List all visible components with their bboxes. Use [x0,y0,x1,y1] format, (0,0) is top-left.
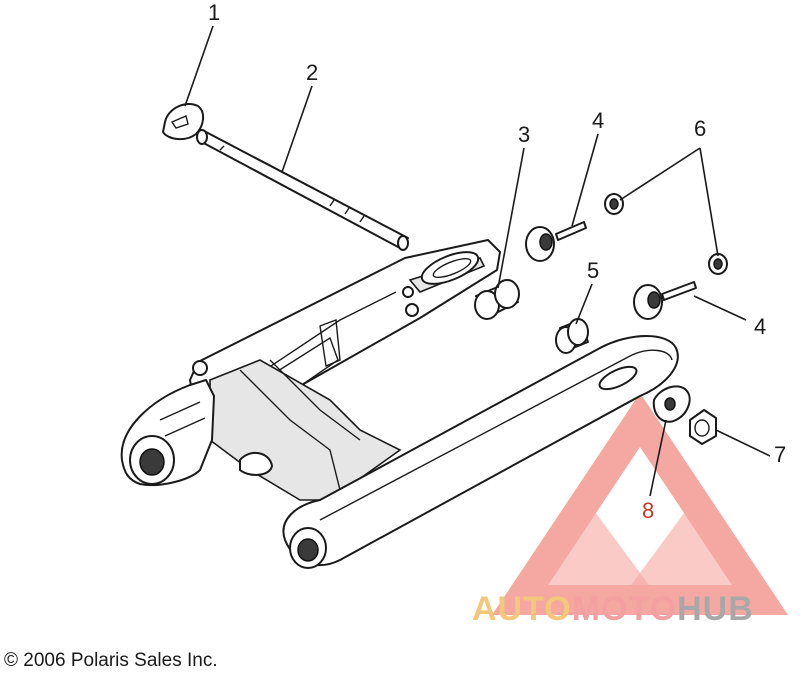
part-6-nut-a [604,193,624,215]
callout-4-lower: 4 [754,314,766,339]
part-7-nut [689,409,717,445]
part-8-cam-washer [652,385,691,423]
callout-8: 8 [642,498,654,523]
callout-1: 1 [208,0,220,25]
part-3-bushing [474,279,520,320]
leader-lines [184,25,771,497]
watermark-logo-icon [491,392,789,615]
part-5-bushing [555,318,589,354]
part-6-nut-b [708,253,728,275]
watermark-hub: HUB [677,590,754,628]
part-4-bolt-lower [633,281,697,320]
watermark-text: AUTOMOTOHUB [472,590,754,628]
watermark-auto: AUTO [472,590,572,628]
callout-5: 5 [587,258,599,283]
callout-4-upper: 4 [592,108,604,133]
callout-3: 3 [518,122,530,147]
callout-6: 6 [694,116,706,141]
swing-arm-body [120,239,679,569]
callout-2: 2 [306,60,318,85]
part-1-cam-washer [162,103,204,140]
callout-7: 7 [774,442,786,467]
copyright-notice: © 2006 Polaris Sales Inc. [4,650,218,671]
part-4-bolt-upper [525,221,587,262]
watermark-moto: MOTO [572,590,677,628]
part-2-pivot-bolt [196,129,409,251]
